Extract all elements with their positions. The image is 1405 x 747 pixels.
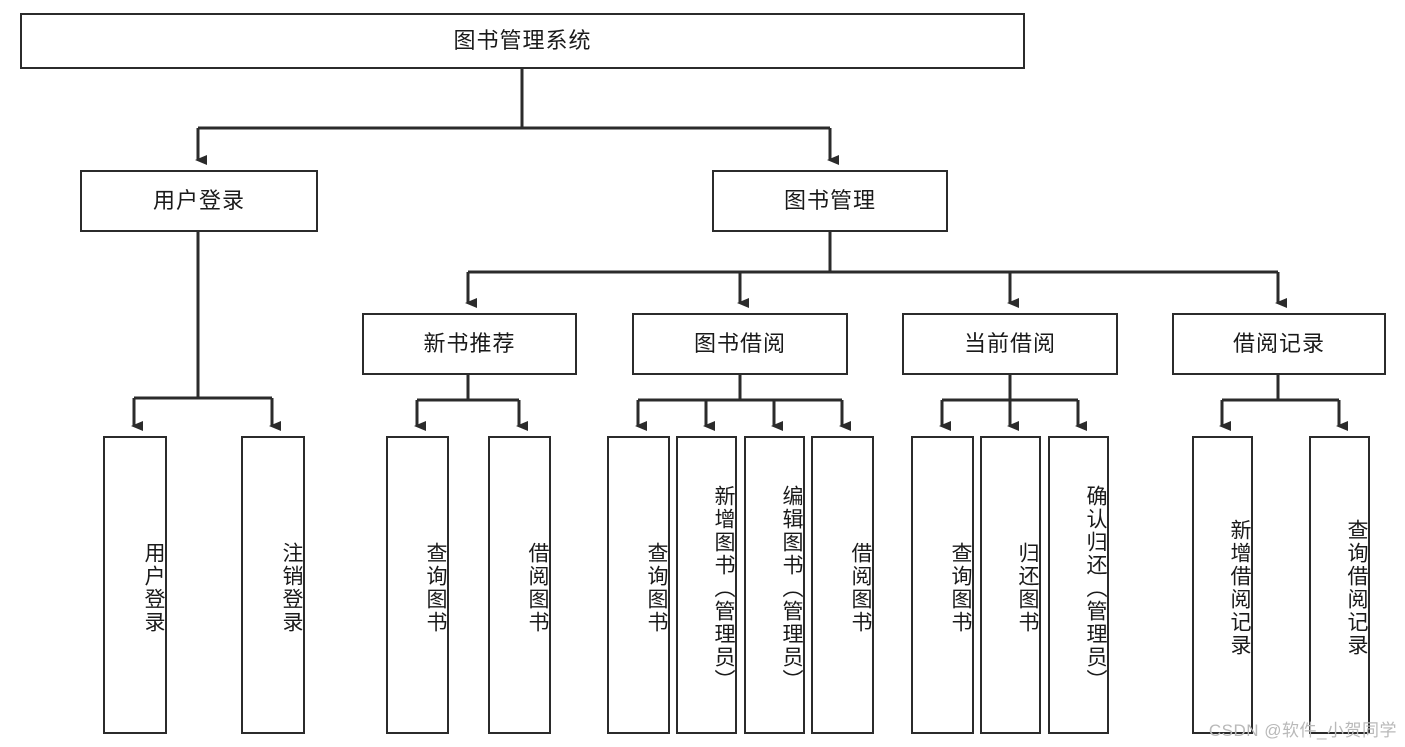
node-label: 注销登录 bbox=[280, 542, 303, 634]
node-new-book-recommend[interactable]: 新书推荐 bbox=[362, 313, 577, 375]
node-label: 新书推荐 bbox=[423, 330, 516, 356]
leaf-user-login-login[interactable]: 用户登录 bbox=[103, 436, 167, 734]
node-label: 编辑图书（管理员） bbox=[780, 484, 803, 692]
node-user-login[interactable]: 用户登录 bbox=[80, 170, 318, 232]
leaf-borrow-record-query[interactable]: 查询借阅记录 bbox=[1309, 436, 1370, 734]
node-label: 借阅图书 bbox=[849, 542, 872, 634]
leaf-borrow-record-add[interactable]: 新增借阅记录 bbox=[1192, 436, 1253, 734]
leaf-book-borrow-query[interactable]: 查询图书 bbox=[607, 436, 670, 734]
node-label: 用户登录 bbox=[152, 187, 245, 213]
leaf-book-borrow-add[interactable]: 新增图书（管理员） bbox=[676, 436, 737, 734]
node-root-system[interactable]: 图书管理系统 bbox=[20, 13, 1025, 69]
leaf-current-borrow-return[interactable]: 归还图书 bbox=[980, 436, 1041, 734]
node-label: 查询图书 bbox=[645, 542, 668, 634]
leaf-new-book-query[interactable]: 查询图书 bbox=[386, 436, 449, 734]
leaf-user-login-logout[interactable]: 注销登录 bbox=[241, 436, 305, 734]
leaf-book-borrow-edit[interactable]: 编辑图书（管理员） bbox=[744, 436, 805, 734]
node-book-management[interactable]: 图书管理 bbox=[712, 170, 948, 232]
node-borrow-record[interactable]: 借阅记录 bbox=[1172, 313, 1386, 375]
node-label: 归还图书 bbox=[1016, 542, 1039, 634]
node-label: 查询借阅记录 bbox=[1345, 519, 1368, 657]
leaf-new-book-borrow[interactable]: 借阅图书 bbox=[488, 436, 551, 734]
leaf-current-borrow-query[interactable]: 查询图书 bbox=[911, 436, 974, 734]
node-book-borrow[interactable]: 图书借阅 bbox=[632, 313, 848, 375]
node-label: 用户登录 bbox=[142, 542, 165, 634]
node-label: 当前借阅 bbox=[963, 330, 1056, 356]
node-label: 新增借阅记录 bbox=[1228, 519, 1251, 657]
node-label: 图书管理系统 bbox=[453, 27, 592, 53]
node-current-borrow[interactable]: 当前借阅 bbox=[902, 313, 1118, 375]
node-label: 图书管理 bbox=[783, 187, 876, 213]
node-label: 确认归还（管理员） bbox=[1084, 484, 1107, 692]
csdn-watermark: CSDN @软件_小贺同学 bbox=[1208, 721, 1397, 740]
node-label: 借阅记录 bbox=[1232, 330, 1325, 356]
node-label: 借阅图书 bbox=[526, 542, 549, 634]
leaf-current-borrow-confirm[interactable]: 确认归还（管理员） bbox=[1048, 436, 1109, 734]
node-label: 查询图书 bbox=[949, 542, 972, 634]
node-label: 新增图书（管理员） bbox=[712, 484, 735, 692]
leaf-book-borrow-borrow[interactable]: 借阅图书 bbox=[811, 436, 874, 734]
node-label: 图书借阅 bbox=[693, 330, 786, 356]
node-label: 查询图书 bbox=[424, 542, 447, 634]
